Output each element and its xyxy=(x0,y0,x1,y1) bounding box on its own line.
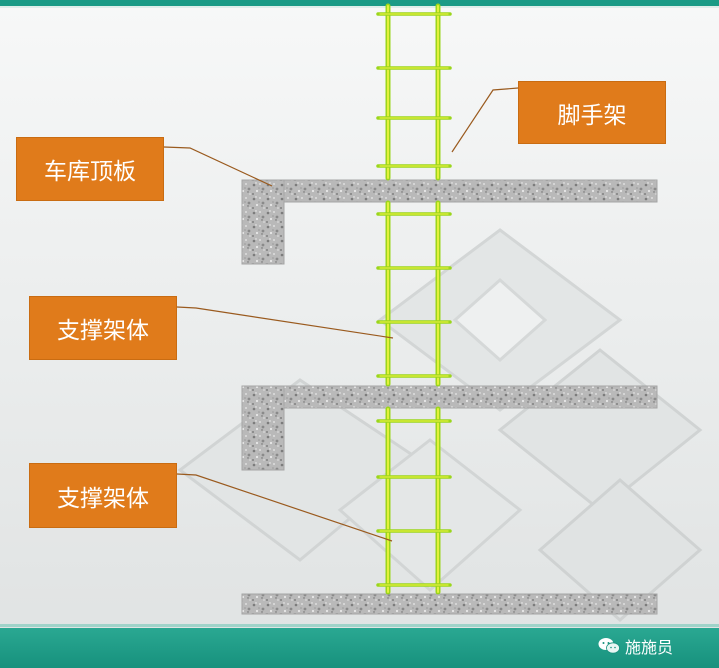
label-scaffold: 脚手架 xyxy=(518,81,666,144)
leader-line-scaffold xyxy=(451,87,519,153)
label-support-upper-text: 支撑架体 xyxy=(57,318,149,344)
bottom-slab xyxy=(241,593,658,615)
bottom-accent-line xyxy=(0,624,719,627)
watermark-text: 施施员 xyxy=(625,638,674,657)
label-roof-slab-text: 车库顶板 xyxy=(44,159,136,185)
top-accent-bar xyxy=(0,0,719,6)
label-support-lower-text: 支撑架体 xyxy=(57,485,149,512)
label-scaffold-text: 脚手架 xyxy=(557,102,627,129)
leader-line-support-lower xyxy=(176,473,393,542)
scaffold-frames xyxy=(376,3,452,595)
wechat-icon xyxy=(598,638,620,654)
watermark: 施施员 xyxy=(598,631,716,661)
label-support-lower: 支撑架体 xyxy=(29,463,177,528)
label-support-upper: 支撑架体 xyxy=(29,296,177,360)
leader-line-support-upper xyxy=(176,306,394,339)
leader-lines xyxy=(163,87,519,542)
top-accent-line xyxy=(0,6,719,8)
middle-slab xyxy=(241,385,658,471)
label-roof-slab: 车库顶板 xyxy=(16,137,164,201)
leader-line-roof-slab xyxy=(163,146,273,187)
roof-slab xyxy=(241,179,658,265)
bottom-accent-bar xyxy=(0,628,719,668)
